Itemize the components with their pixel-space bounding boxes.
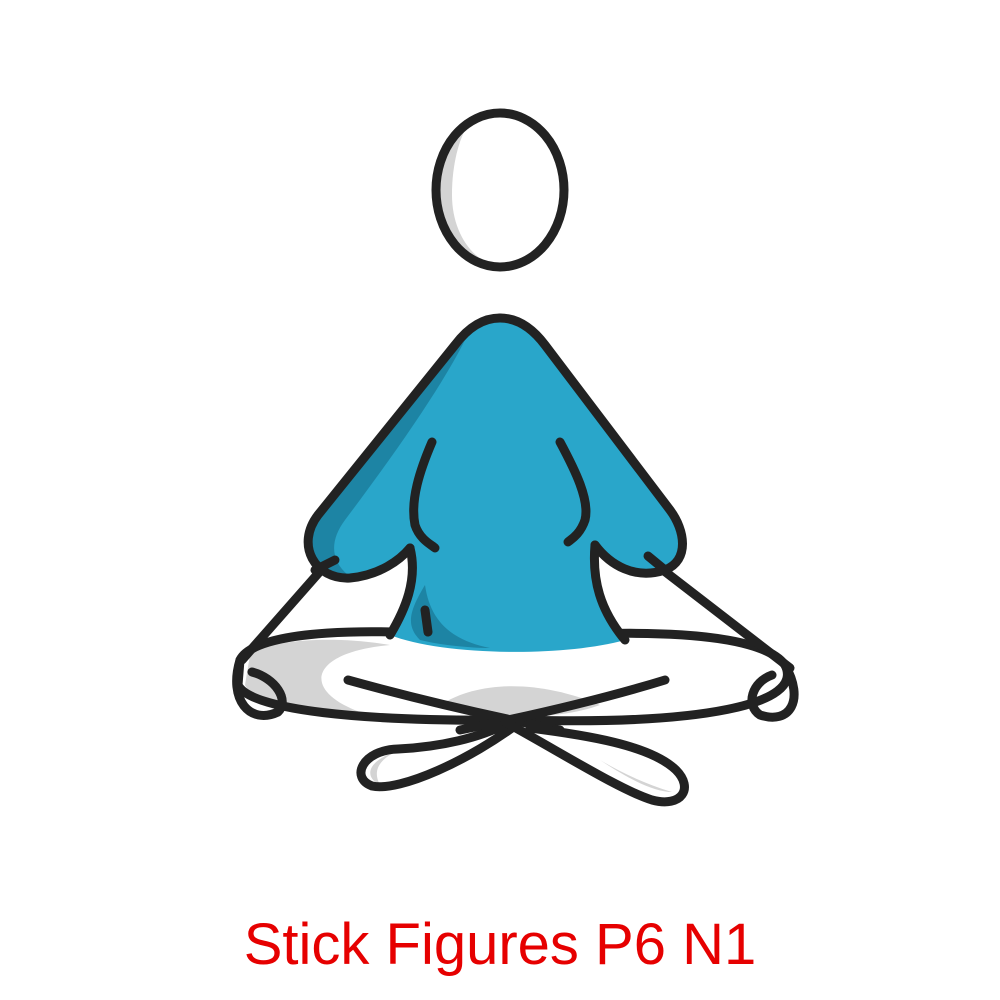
legs	[232, 627, 799, 807]
torso	[303, 313, 687, 652]
meditating-stick-figure-icon	[232, 108, 799, 807]
hands	[310, 551, 670, 575]
caption: Stick Figures P6 N1	[243, 912, 757, 977]
head	[431, 108, 569, 272]
arms	[237, 555, 795, 673]
